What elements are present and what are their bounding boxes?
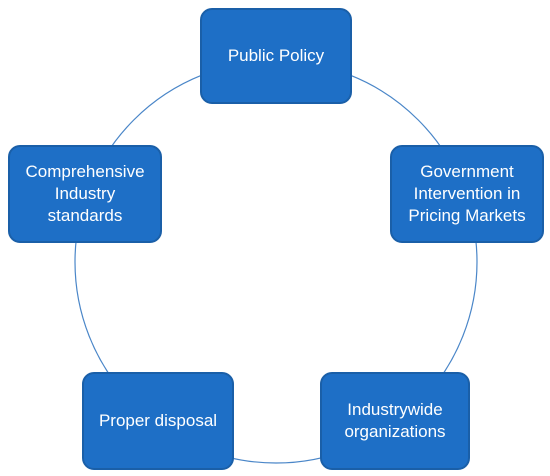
node-government-intervention: Government Intervention in Pricing Marke…: [390, 145, 544, 243]
node-government-intervention-label: Government Intervention in Pricing Marke…: [408, 162, 526, 225]
node-comprehensive-standards-label: Comprehensive Industry standards: [25, 162, 145, 225]
node-proper-disposal: Proper disposal: [82, 372, 234, 470]
node-comprehensive-standards: Comprehensive Industry standards: [8, 145, 162, 243]
node-proper-disposal-label: Proper disposal: [98, 411, 218, 431]
node-public-policy-label: Public Policy: [227, 46, 325, 66]
node-public-policy: Public Policy: [200, 8, 352, 104]
node-industrywide-organizations: Industrywide organizations: [320, 372, 470, 470]
node-industrywide-organizations-label: Industrywide organizations: [344, 400, 446, 441]
